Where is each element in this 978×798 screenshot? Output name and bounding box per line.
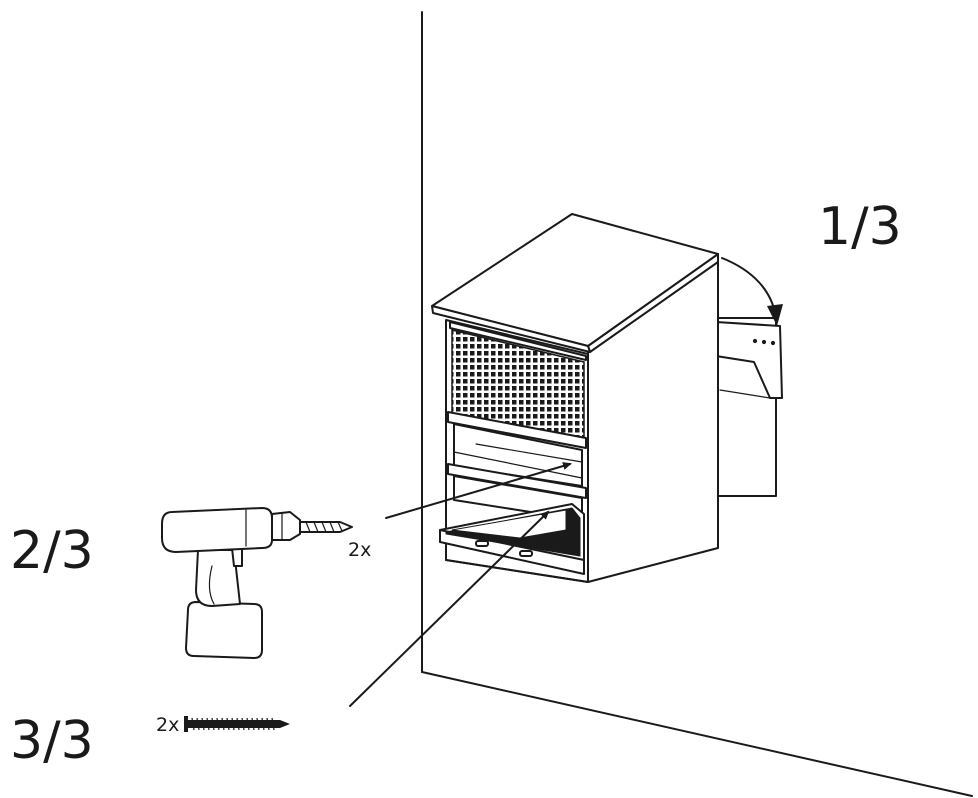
step-label-1: 1/3 [818, 197, 902, 257]
drill-arrow [385, 462, 572, 519]
cordless-drill-icon [161, 507, 353, 659]
drill-quantity-label: 2x [348, 539, 371, 561]
screw-arrow [349, 510, 550, 707]
wall-cabinet-illustration [431, 213, 719, 583]
mounting-bracket [715, 317, 783, 497]
step-label-2: 2/3 [10, 521, 94, 581]
step-label-3: 3/3 [10, 711, 94, 771]
screw-quantity-label: 2x [156, 714, 179, 736]
hang-arrow [721, 257, 783, 326]
wall [421, 11, 973, 797]
screw-icon [184, 716, 290, 732]
